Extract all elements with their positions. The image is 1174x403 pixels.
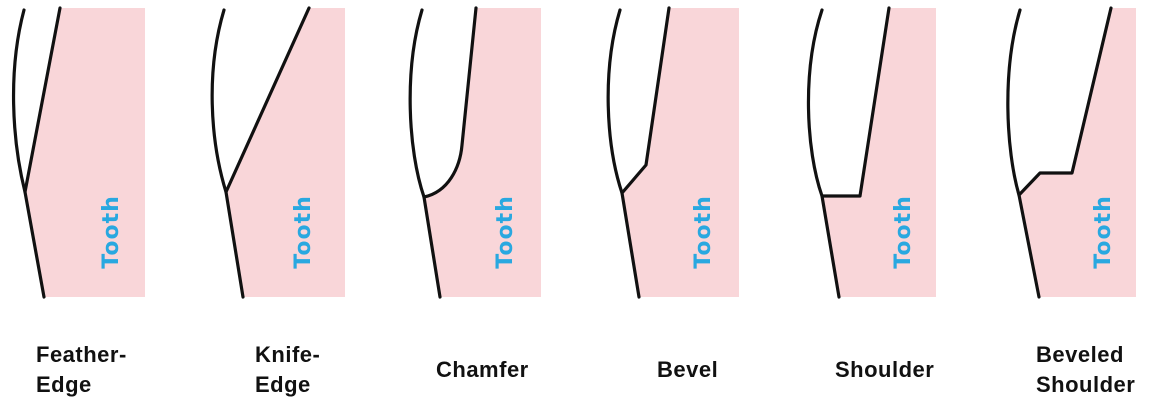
- restoration-curve: [608, 10, 622, 193]
- restoration-curve: [410, 10, 424, 197]
- shoulder-illustration: Tooth: [794, 0, 994, 300]
- restoration-curve: [808, 10, 822, 196]
- tooth-region: [822, 8, 936, 297]
- restoration-curve: [212, 10, 226, 192]
- panel-chamfer: Tooth Chamfer: [396, 0, 596, 403]
- panel-shoulder: Tooth Shoulder: [794, 0, 994, 403]
- beveled-shoulder-illustration: Tooth: [994, 0, 1174, 300]
- panel-knife-edge: Tooth Knife- Edge: [198, 0, 398, 403]
- knife-edge-illustration: Tooth: [198, 0, 398, 300]
- panel-feather-edge: Tooth Feather- Edge: [0, 0, 200, 403]
- bevel-illustration: Tooth: [594, 0, 794, 300]
- tooth-label: Tooth: [891, 195, 916, 269]
- caption-line: Shoulder: [1036, 370, 1174, 400]
- feather-edge-illustration: Tooth: [0, 0, 200, 300]
- tooth-region: [622, 8, 739, 297]
- panel-beveled-shoulder: Tooth Beveled Shoulder: [994, 0, 1174, 403]
- tooth-label: Tooth: [691, 195, 716, 269]
- caption-beveled-shoulder: Beveled Shoulder: [1036, 340, 1174, 400]
- restoration-curve: [14, 10, 25, 192]
- tooth-label: Tooth: [493, 195, 518, 269]
- panel-bevel: Tooth Bevel: [594, 0, 794, 403]
- chamfer-illustration: Tooth: [396, 0, 596, 300]
- tooth-label: Tooth: [1091, 195, 1116, 269]
- caption-line: Beveled: [1036, 340, 1174, 370]
- tooth-label: Tooth: [291, 195, 316, 269]
- tooth-region: [424, 8, 541, 297]
- restoration-curve: [1008, 10, 1020, 195]
- tooth-region: [25, 8, 145, 297]
- tooth-label: Tooth: [99, 195, 124, 269]
